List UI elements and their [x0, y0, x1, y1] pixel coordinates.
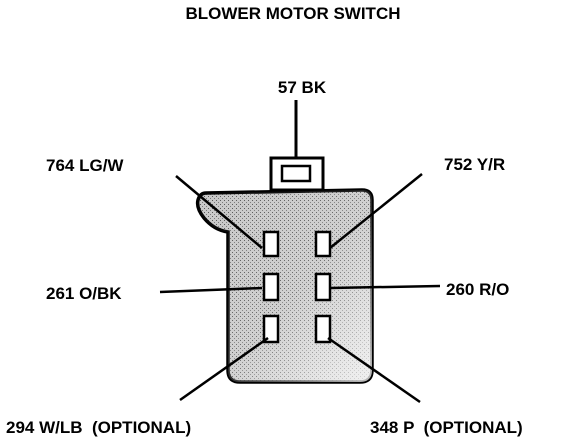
leader-middle-left — [159, 286, 263, 294]
diagram-title: BLOWER MOTOR SWITCH — [186, 4, 401, 23]
top-terminal-tab — [269, 156, 325, 192]
terminal-upper-left — [262, 230, 280, 258]
label-upper-left-wire: 764 LG/W — [46, 156, 124, 175]
label-middle-right-wire: 260 R/O — [446, 280, 509, 299]
terminal-lower-right — [314, 314, 332, 344]
terminal-slots — [262, 230, 332, 344]
label-top-wire: 57 BK — [278, 78, 327, 97]
label-upper-right-wire: 752 Y/R — [444, 155, 505, 174]
leader-lower-left — [179, 336, 269, 402]
leader-upper-left — [175, 175, 263, 249]
terminal-middle-right — [314, 272, 332, 302]
connector-body — [195, 188, 374, 384]
leader-middle-right — [329, 284, 441, 290]
leader-lower-right — [327, 336, 421, 404]
label-lower-right-wire: 348 P (OPTIONAL) — [370, 418, 523, 437]
leader-lines — [159, 173, 441, 404]
label-middle-left-wire: 261 O/BK — [46, 284, 122, 303]
terminal-lower-left — [262, 314, 280, 344]
leader-upper-right — [329, 173, 423, 249]
terminal-upper-right — [314, 230, 332, 258]
label-lower-left-wire: 294 W/LB (OPTIONAL) — [6, 418, 191, 437]
terminal-middle-left — [262, 272, 280, 302]
